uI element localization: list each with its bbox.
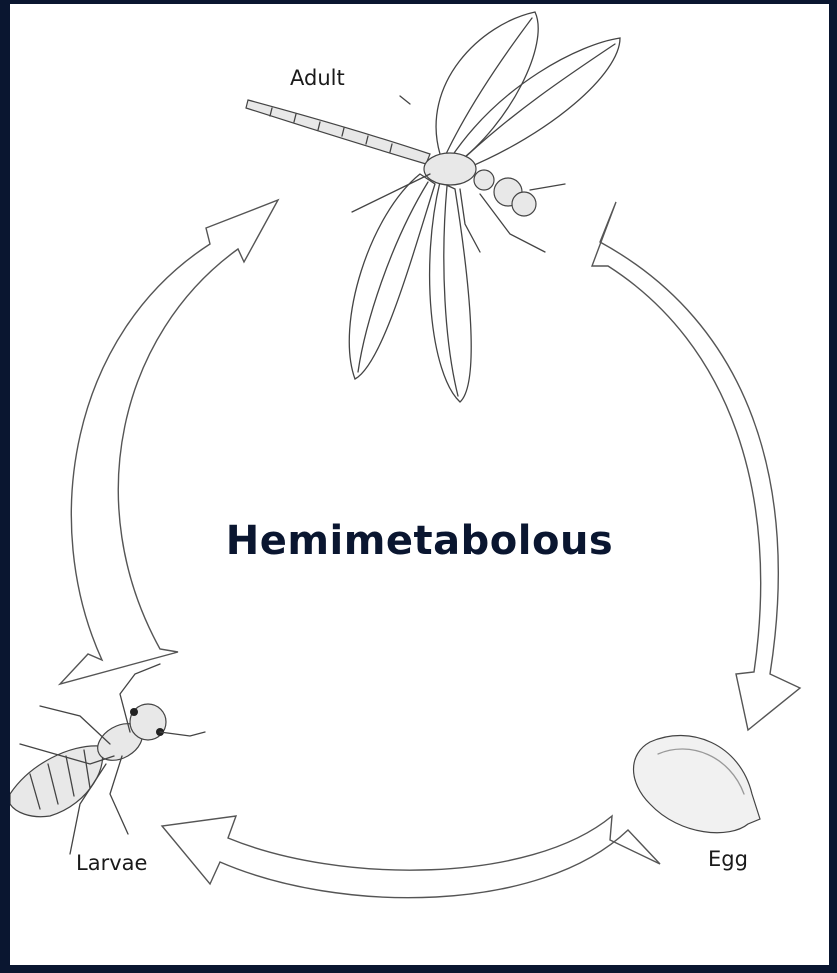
stage-label-adult: Adult — [290, 66, 345, 90]
arrow-egg-to-larvae — [162, 816, 660, 898]
diagram-title: Hemimetabolous — [10, 518, 829, 564]
egg-icon — [634, 735, 761, 832]
diagram-canvas: Adult Egg Larvae Hemimetabolous — [10, 4, 829, 965]
life-cycle-diagram — [10, 4, 829, 965]
arrow-larvae-to-adult — [60, 200, 278, 684]
stage-label-larvae: Larvae — [76, 851, 147, 875]
arrow-adult-to-egg — [592, 202, 800, 730]
stage-label-egg: Egg — [708, 847, 748, 871]
